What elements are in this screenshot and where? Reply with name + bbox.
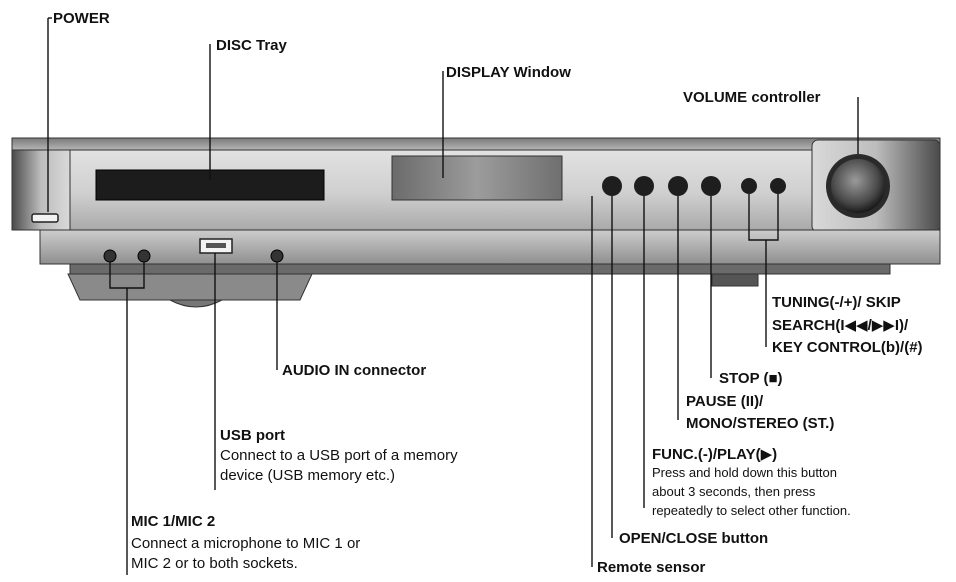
- label-remote-sensor: Remote sensor: [597, 559, 706, 576]
- mic1-jack[interactable]: [103, 249, 117, 263]
- label-power: POWER: [53, 10, 110, 27]
- label-disc-tray: DISC Tray: [216, 37, 287, 54]
- label-func-desc-line1: Press and hold down this button: [652, 465, 838, 480]
- tuning-minus-button[interactable]: [741, 178, 757, 194]
- label-pause-line1: PAUSE (II)/: [686, 393, 764, 410]
- base-foot: [169, 299, 223, 308]
- top-panel: [11, 137, 941, 151]
- label-open-close: OPEN/CLOSE button: [619, 530, 769, 547]
- remote-sensor: [602, 176, 622, 196]
- label-usb-desc-line1: Connect to a USB port of a memory: [220, 447, 458, 464]
- lower-strip: [39, 229, 941, 265]
- label-usb-title: USB port: [220, 427, 285, 444]
- label-func-title: FUNC.(-)/PLAY(▶): [652, 446, 778, 463]
- label-tuning-line3: KEY CONTROL(b)/(#): [772, 339, 923, 356]
- open-close-button[interactable]: [634, 176, 654, 196]
- label-audio-in: AUDIO IN connector: [282, 362, 427, 379]
- label-stop: STOP (■): [719, 370, 783, 387]
- label-mic-title: MIC 1/MIC 2: [131, 513, 216, 530]
- label-func-desc-line2: about 3 seconds, then press: [652, 484, 816, 499]
- leader-lines: [47, 17, 859, 575]
- label-mic-desc-line2: MIC 2 or to both sockets.: [131, 555, 298, 572]
- leader-tuning: [748, 194, 779, 241]
- tuning-plus-button[interactable]: [770, 178, 786, 194]
- rear-foot: [711, 273, 759, 287]
- label-mic-desc-line1: Connect a microphone to MIC 1 or: [131, 535, 361, 552]
- pause-button[interactable]: [701, 176, 721, 196]
- display-window: [391, 155, 563, 201]
- label-func-desc-line3: repeatedly to select other function.: [652, 503, 851, 518]
- audio-in-jack[interactable]: [270, 249, 284, 263]
- mic2-jack[interactable]: [137, 249, 151, 263]
- base-stand: [67, 273, 313, 301]
- label-tuning-line2: SEARCH(I◀◀/▶▶I)/: [772, 317, 909, 334]
- volume-knob[interactable]: [831, 159, 885, 213]
- usb-port-slot: [206, 243, 226, 248]
- label-volume-controller: VOLUME controller: [683, 89, 821, 106]
- label-tuning-line1: TUNING(-/+)/ SKIP: [772, 294, 901, 311]
- bottom-strip: [69, 263, 891, 275]
- power-button[interactable]: [31, 213, 59, 223]
- label-usb-desc-line2: device (USB memory etc.): [220, 467, 396, 484]
- label-display-window: DISPLAY Window: [446, 64, 571, 81]
- func-play-button[interactable]: [668, 176, 688, 196]
- label-pause-line2: MONO/STEREO (ST.): [686, 415, 835, 432]
